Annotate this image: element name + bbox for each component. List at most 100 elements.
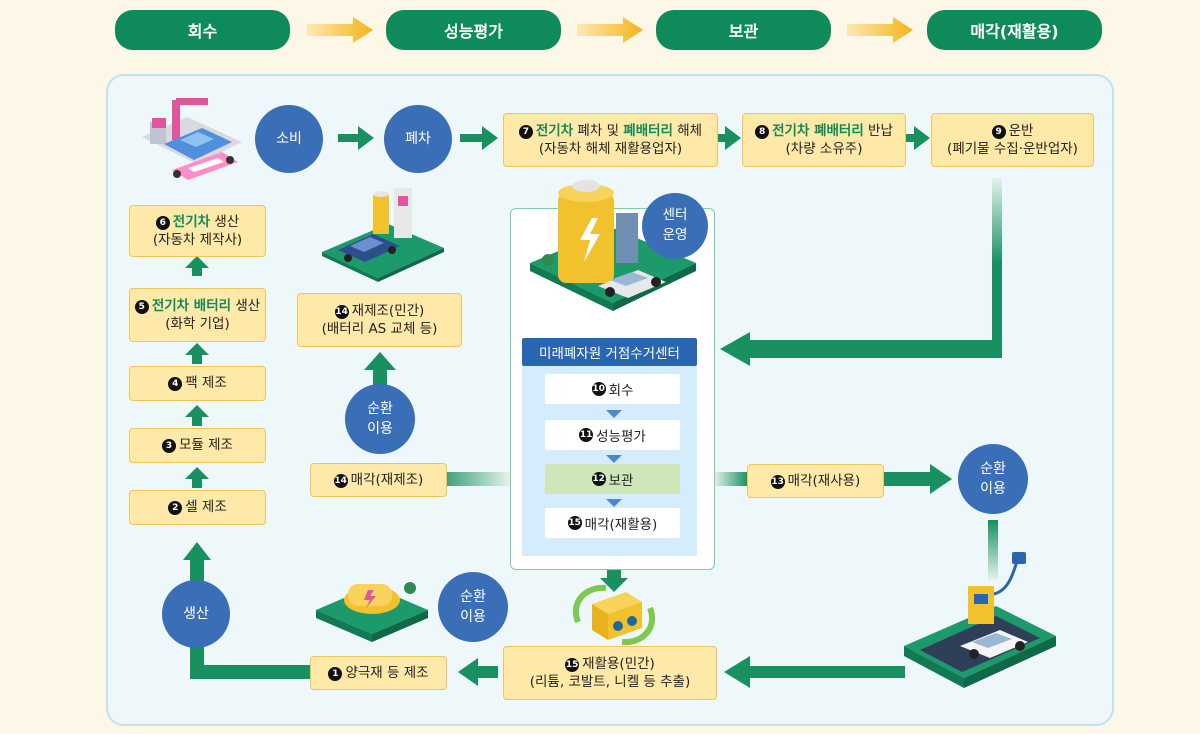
factory-robot-illustration	[142, 98, 242, 180]
step-subtitle: (차량 소유주)	[785, 141, 863, 157]
step-text: 매각(재제조)	[350, 471, 424, 488]
production-circle: 생산	[162, 580, 230, 648]
step-text: 생산	[210, 213, 240, 230]
circle-label: 이용	[367, 421, 393, 437]
circle-label: 소비	[276, 130, 302, 147]
arrow-up-icon	[185, 467, 209, 488]
step-subtitle: (화학 기업)	[165, 316, 230, 332]
step-number: 4	[168, 377, 183, 392]
circle-label: 순환	[460, 588, 486, 605]
step-text: 모듈 제조	[179, 437, 233, 454]
center-operation-circle: 센터 운영	[642, 193, 708, 259]
highlight-text: 전기차	[535, 122, 574, 139]
highlight-text: 전기차	[172, 213, 211, 230]
step-text: 매각(재활용)	[584, 517, 658, 533]
step-number: 14	[334, 304, 349, 319]
step-subtitle: (자동차 해체 재활용업자)	[538, 141, 683, 157]
circle-label: 운영	[662, 227, 688, 243]
step-number: 11	[579, 428, 594, 442]
consumption-circle: 소비	[255, 105, 323, 173]
circle-label: 센터	[662, 207, 688, 224]
arrow-right-icon	[717, 126, 741, 150]
arrow-left-icon	[724, 656, 905, 688]
step-number: 14	[333, 473, 348, 488]
flow-step-label: 보관	[728, 22, 759, 41]
step-text: 생산	[231, 297, 261, 314]
step-text: 셀 제조	[185, 499, 227, 516]
arrow-right-icon	[906, 126, 930, 150]
circle-label: 이용	[980, 481, 1006, 497]
step-subtitle: (리튬, 코발트, 니켈 등 추출)	[529, 674, 691, 690]
flow-step-label: 회수	[187, 22, 218, 41]
scrapping-circle: 폐차	[384, 105, 452, 173]
arrow-right-icon	[884, 464, 952, 494]
circular-use-circle-right: 순환 이용	[958, 444, 1028, 514]
step-number: 15	[567, 516, 582, 530]
step-text: 재활용(민간)	[582, 655, 655, 672]
arrow-up-icon	[364, 352, 396, 390]
step-text: 폐차 및	[573, 122, 624, 139]
step-subtitle: (자동차 제작사)	[152, 232, 243, 248]
step-number: 6	[155, 215, 170, 230]
highlight-text: 전기차 배터리	[151, 297, 232, 314]
step-text: 해체	[672, 122, 703, 139]
collection-center-title: 미래폐자원 거점수거센터	[522, 338, 697, 366]
triangle-down-icon	[606, 410, 622, 418]
step-text: 운반	[1008, 122, 1034, 139]
highlight-text: 전기차 폐배터리	[772, 122, 864, 139]
triangle-down-icon	[606, 499, 622, 507]
step-number: 9	[991, 124, 1006, 139]
battery-tank-illustration	[316, 582, 428, 642]
arrow-right-icon	[460, 126, 498, 150]
circular-use-circle-left: 순환 이용	[345, 384, 415, 454]
step-text: 회수	[608, 383, 634, 399]
arrow-left-icon	[720, 332, 1002, 366]
step-number: 2	[168, 501, 183, 516]
step-text: 반납	[863, 122, 893, 139]
step-text: 성능평가	[596, 429, 646, 445]
flow-step-label: 성능평가	[444, 22, 503, 41]
circle-label: 폐차	[405, 130, 431, 147]
arrow-right-icon	[307, 17, 373, 43]
step-text: 양극재 등 제조	[345, 664, 429, 681]
triangle-down-icon	[606, 455, 622, 463]
circular-use-circle-bottom: 순환 이용	[438, 572, 508, 642]
arrow-down-icon	[600, 568, 628, 592]
step-number: 12	[591, 472, 606, 486]
step-text: 재제조(민간)	[351, 302, 425, 319]
flow-step-label: 매각(재활용)	[970, 22, 1059, 41]
step-subtitle: (배터리 AS 교체 등)	[321, 321, 438, 337]
step-text: 팩 제조	[185, 375, 227, 392]
arrow-up-icon	[185, 343, 209, 364]
arrow-left-icon	[458, 658, 498, 686]
flow-step-recovery: 회수	[115, 10, 290, 50]
circle-label: 순환	[367, 400, 393, 417]
step-number: 7	[518, 124, 533, 139]
flow-step-evaluation: 성능평가	[386, 10, 561, 50]
circle-label: 순환	[980, 460, 1006, 477]
flow-step-sale: 매각(재활용)	[927, 10, 1102, 50]
highlight-text: 폐배터리	[623, 122, 673, 139]
step-text: 보관	[608, 473, 634, 489]
flow-step-storage: 보관	[656, 10, 831, 50]
step-text: 매각(재사용)	[787, 472, 861, 489]
arrow-right-icon	[847, 17, 913, 43]
